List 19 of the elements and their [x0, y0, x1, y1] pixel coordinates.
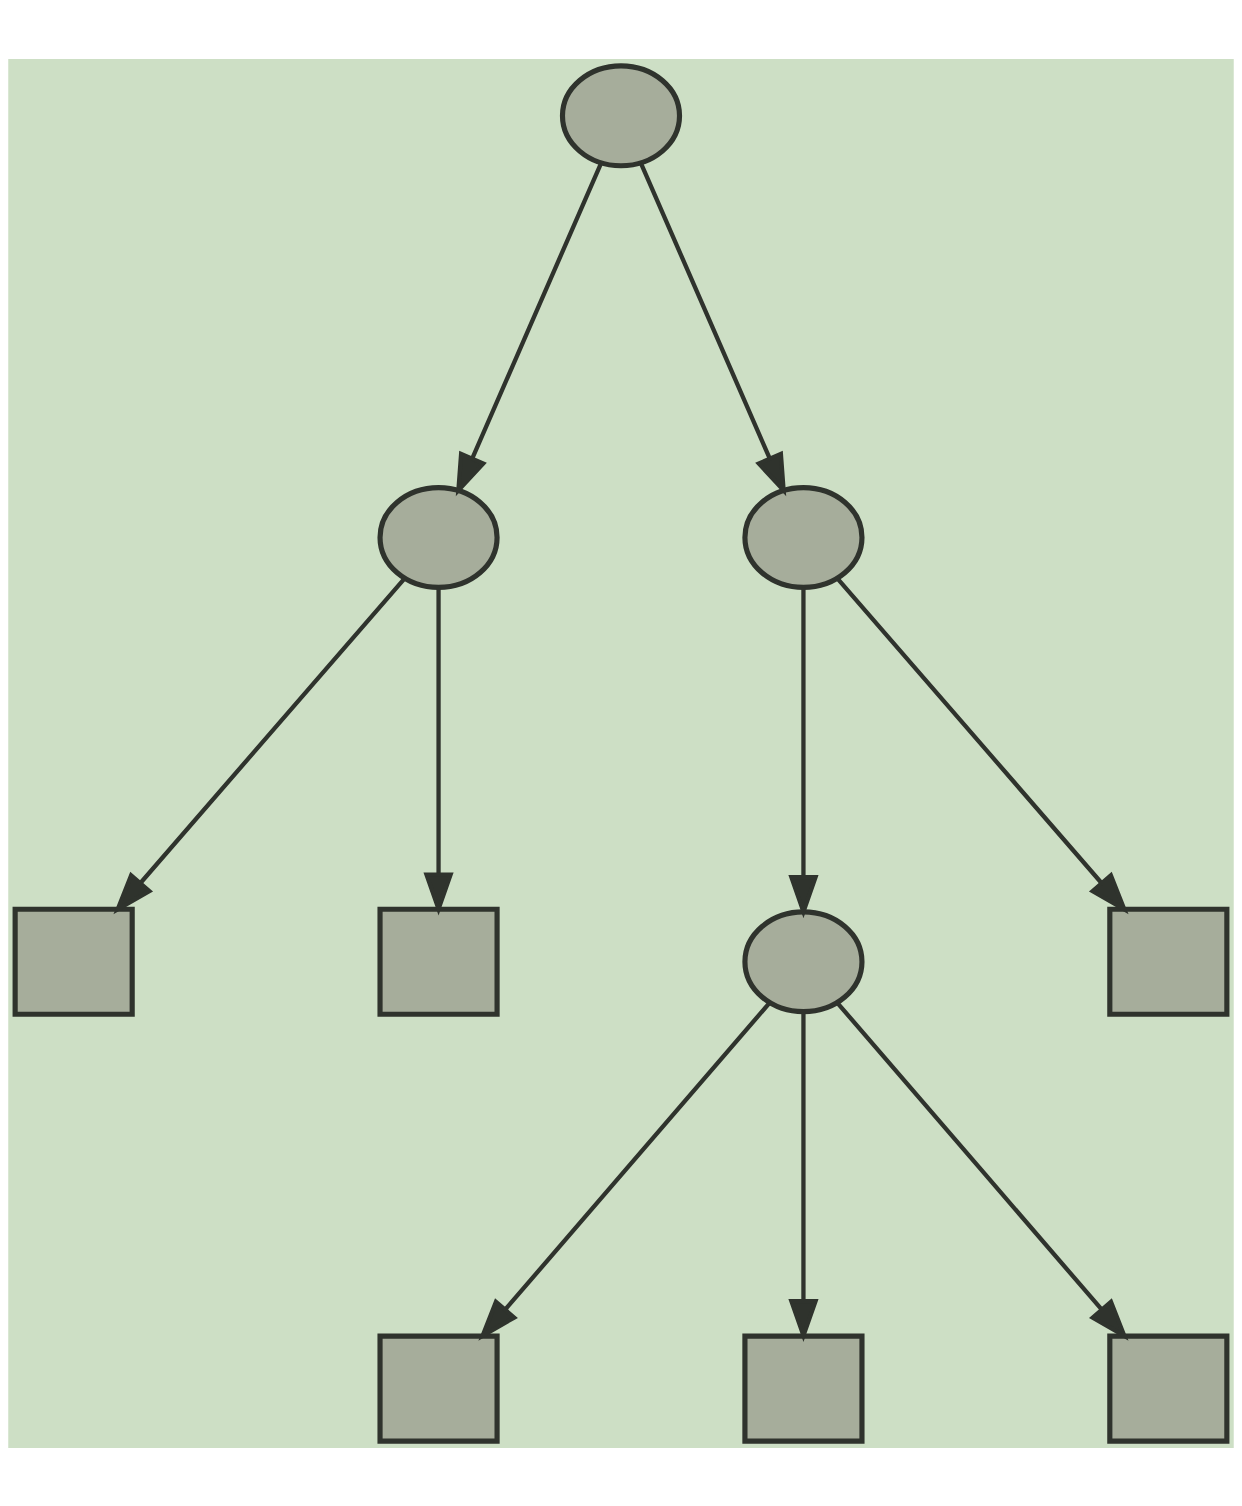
arrow	[638, 161, 787, 496]
arrow	[788, 1011, 819, 1342]
arrow	[455, 161, 604, 496]
node-circle	[377, 484, 500, 590]
arrow	[836, 576, 1129, 914]
node-circle	[742, 908, 865, 1014]
arrow	[478, 1001, 771, 1341]
node-box	[12, 906, 135, 1017]
node-box	[377, 906, 500, 1017]
arrow	[788, 587, 819, 918]
node-circle	[742, 484, 865, 590]
arrow	[113, 576, 406, 914]
arrow	[423, 587, 454, 916]
node-box	[1107, 1333, 1230, 1444]
node-circle	[559, 62, 683, 168]
node-box	[742, 1333, 865, 1444]
node-box	[377, 1333, 500, 1444]
arrow	[836, 1001, 1129, 1341]
node-box	[1107, 906, 1230, 1017]
